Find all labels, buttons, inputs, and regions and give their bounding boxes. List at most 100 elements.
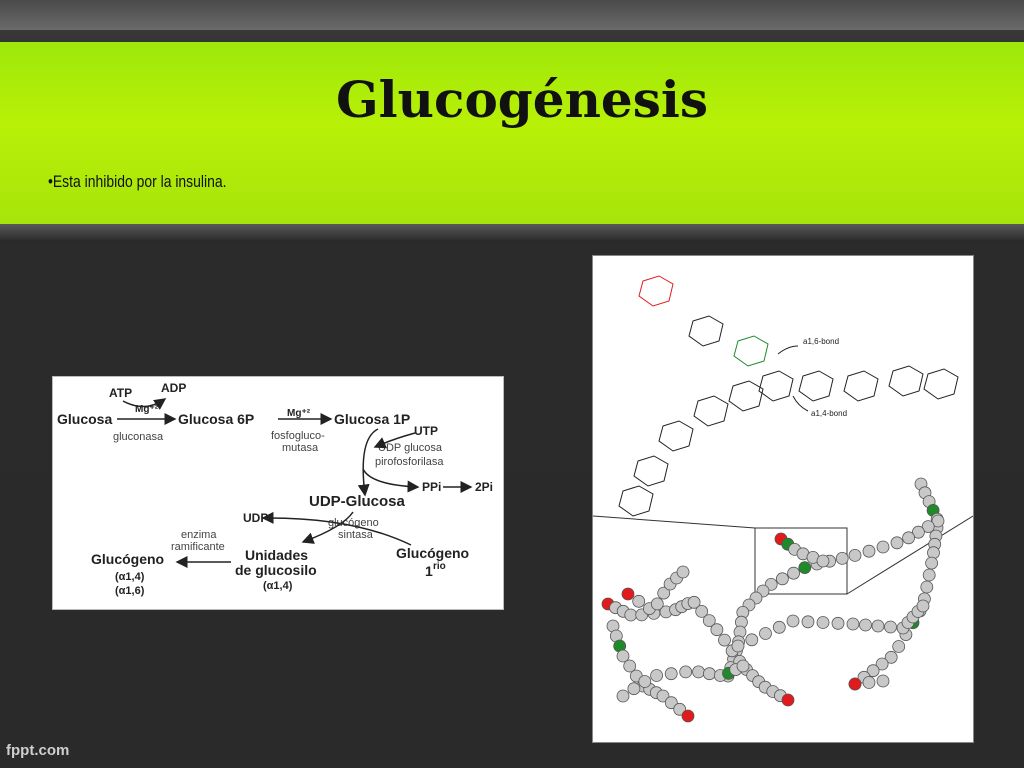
- glucose-bead: [772, 620, 786, 634]
- glucose-bead: [920, 580, 934, 594]
- ring-10: [633, 455, 669, 487]
- glucose-bead: [787, 566, 801, 580]
- label-glucogeno-sintasa2: sintasa: [338, 529, 374, 541]
- glucose-bead: [627, 682, 641, 696]
- label-a14-bond: a1,4-bond: [811, 409, 847, 418]
- label-udp-glucosa: UDP-Glucosa: [309, 493, 406, 510]
- glucose-bead: [657, 586, 671, 600]
- glucose-bead: [621, 587, 635, 601]
- glycogen-svg: a1,6-bond a1,4-bond: [592, 275, 974, 723]
- label-udp-glucosa-enzyme1: UDP glucosa: [378, 442, 443, 454]
- ring-6: [923, 368, 959, 400]
- glucose-bead: [616, 649, 630, 663]
- ring-red: [638, 275, 674, 307]
- label-glucosa6p: Glucosa 6P: [178, 411, 254, 427]
- glucose-bead: [801, 615, 815, 629]
- chemical-structure: a1,6-bond a1,4-bond: [592, 275, 974, 595]
- glucose-bead: [816, 616, 830, 629]
- pathway-svg: ATP ADP Mg⁺² Glucosa Glucosa 6P Mg⁺² Glu…: [57, 381, 493, 597]
- label-mg2: Mg⁺²: [287, 408, 311, 419]
- label-enzima1: enzima: [181, 529, 217, 541]
- glucose-bead: [676, 565, 690, 579]
- ring-5: [888, 365, 924, 397]
- title-banner: [0, 42, 1024, 224]
- glucose-bead: [632, 594, 646, 608]
- glucose-bead: [931, 514, 945, 528]
- glucose-bead: [624, 608, 638, 622]
- glucose-bead: [875, 657, 889, 671]
- ring-green: [733, 335, 769, 367]
- glucose-bead: [862, 676, 876, 689]
- label-primario-sup: rio: [433, 561, 446, 572]
- arrow-utp: [373, 432, 416, 449]
- label-glucogeno-sintasa1: glucógeno: [328, 517, 379, 529]
- glucose-bead: [781, 693, 795, 707]
- slide-title: Glucogénesis: [335, 70, 709, 129]
- pathway-diagram: ATP ADP Mg⁺² Glucosa Glucosa 6P Mg⁺² Glu…: [52, 376, 504, 610]
- glucose-bead: [911, 525, 925, 539]
- top-strip: [0, 0, 1024, 30]
- label-unidades2: de glucosilo: [235, 562, 317, 578]
- glucose-bead: [846, 617, 860, 631]
- glucose-bead: [775, 572, 789, 586]
- ring-3: [798, 370, 834, 402]
- label-fosfoglucomutasa2: mutasa: [282, 442, 319, 454]
- label-glucogeno: Glucógeno: [91, 551, 164, 567]
- glucose-bead: [736, 659, 750, 673]
- label-mg1: Mg⁺²: [135, 404, 159, 415]
- arrow-to-unidades: [301, 511, 354, 544]
- a16-pointer: [777, 345, 799, 355]
- glucose-bead: [835, 551, 849, 565]
- zoom-line-left: [592, 515, 756, 529]
- label-primario-num: 1: [425, 563, 433, 579]
- glucose-bead: [616, 689, 630, 703]
- label-udp-glucosa-enzyme2: pirofosforilasa: [375, 456, 444, 468]
- glucose-bead: [702, 614, 716, 628]
- glucose-bead: [876, 674, 890, 688]
- glucose-bead: [745, 633, 759, 647]
- glucose-bead: [876, 540, 890, 554]
- glucose-bead: [692, 665, 705, 679]
- ring-8: [693, 395, 729, 427]
- bullet-text: •Esta inhibido por la insulina.: [48, 172, 227, 191]
- glucose-bead: [848, 548, 862, 562]
- a14-pointer: [792, 395, 809, 412]
- banner-shadow: [0, 224, 1024, 240]
- glucose-bead: [638, 675, 652, 688]
- glucose-bead: [656, 689, 670, 703]
- label-unidades1: Unidades: [245, 547, 308, 563]
- label-glucosa1p: Glucosa 1P: [334, 411, 410, 427]
- arrow-g1p-udpg: [357, 428, 379, 497]
- glucose-bead: [731, 639, 745, 653]
- glucose-bead: [710, 623, 724, 637]
- label-a16-bond: a1,6-bond: [803, 337, 839, 346]
- label-glucosa: Glucosa: [57, 411, 112, 427]
- glycogen-structure: a1,6-bond a1,4-bond: [592, 255, 974, 743]
- label-ppi: PPi: [422, 480, 441, 494]
- glucose-bead: [866, 664, 880, 678]
- label-gluconasa: gluconasa: [113, 431, 164, 443]
- glucose-bead: [695, 604, 709, 618]
- glucose-bead: [687, 595, 701, 609]
- glucose-bead: [703, 667, 716, 681]
- label-glucogeno1rio: Glucógeno: [396, 545, 469, 561]
- arrow-atp-adp: [122, 398, 167, 410]
- arrow-ppi: [362, 468, 420, 493]
- glucose-bead: [831, 616, 845, 630]
- footer-brand: fppt.com: [6, 742, 70, 759]
- glucose-bead: [718, 633, 731, 647]
- ring-9: [658, 420, 694, 452]
- label-atp: ATP: [109, 386, 132, 400]
- glycogen-beads: [601, 477, 945, 723]
- glucose-bead: [862, 544, 876, 558]
- label-2pi: 2Pi: [475, 480, 493, 494]
- glucose-bead: [673, 702, 687, 716]
- glucose-bead: [927, 546, 940, 560]
- glucose-bead: [871, 619, 885, 633]
- glucose-bead: [922, 568, 936, 582]
- ring-4: [843, 370, 879, 402]
- label-enzima2: ramificante: [171, 541, 225, 553]
- glucose-bead: [623, 659, 637, 673]
- label-adp: ADP: [161, 381, 186, 395]
- ring-2: [758, 370, 794, 402]
